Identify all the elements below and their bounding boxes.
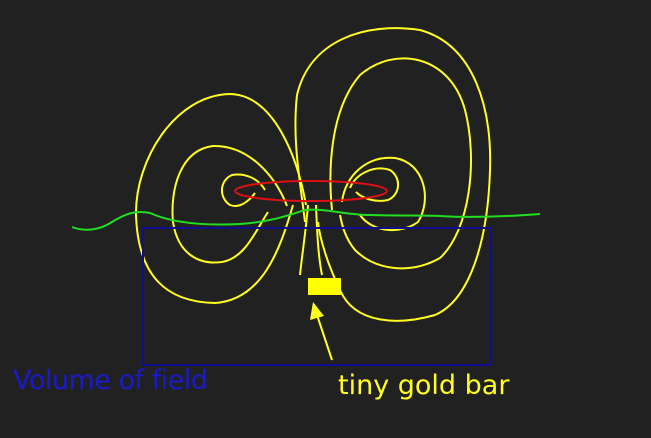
right-middle-field-line bbox=[329, 57, 473, 270]
left-outer-field-line bbox=[134, 92, 307, 305]
central-field-line-left bbox=[299, 204, 309, 276]
left-innermost-field-line bbox=[221, 173, 266, 207]
left-inner-field-line bbox=[171, 144, 288, 264]
volume-box bbox=[142, 227, 492, 366]
central-field-line-right bbox=[315, 204, 323, 276]
right-innermost-field-line bbox=[349, 167, 399, 202]
arrow-shaft bbox=[315, 311, 333, 361]
current-loop bbox=[234, 180, 388, 202]
ground-line bbox=[71, 208, 541, 231]
tiny-gold-bar-label: tiny gold bar bbox=[338, 370, 510, 401]
gold-bar bbox=[308, 278, 341, 295]
right-outer-field-line bbox=[294, 27, 492, 322]
volume-of-field-label: Volume of field bbox=[13, 365, 208, 396]
arrow-head bbox=[310, 302, 324, 320]
right-inner-field-line bbox=[341, 156, 426, 232]
